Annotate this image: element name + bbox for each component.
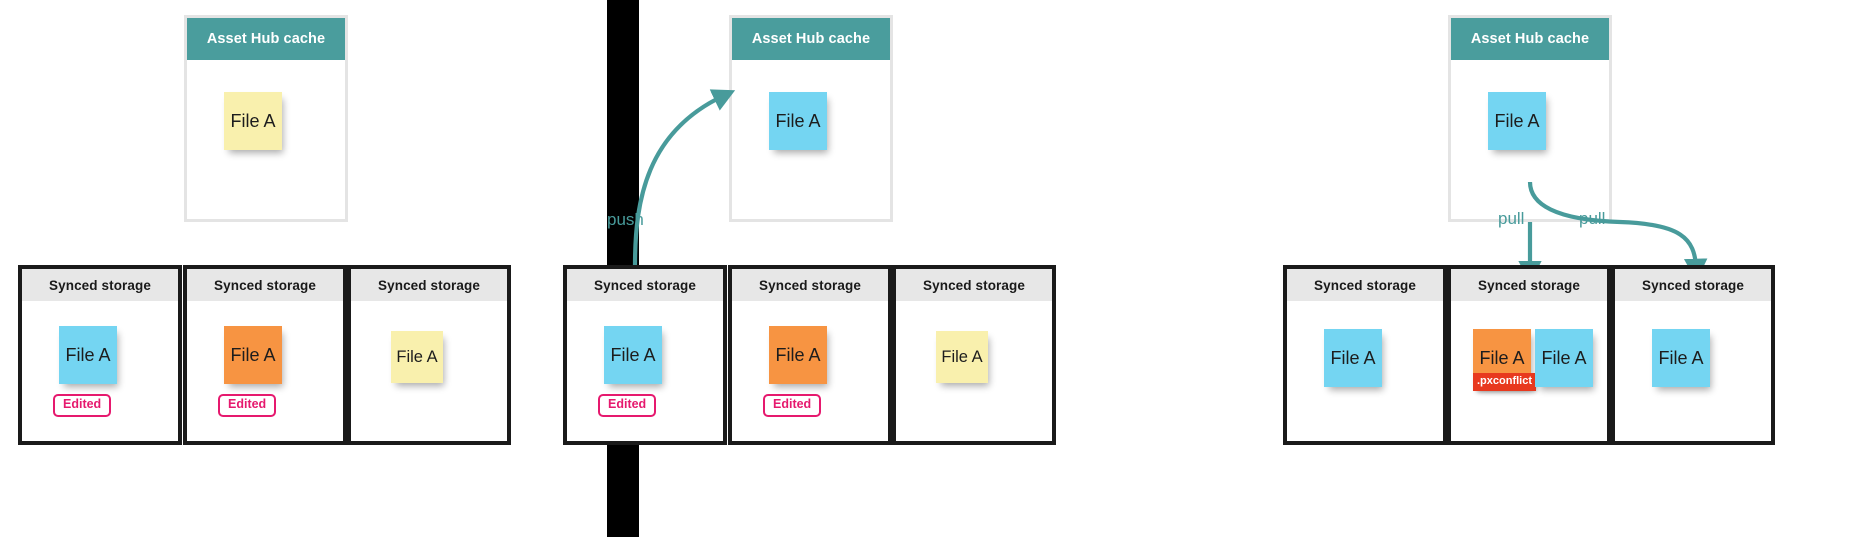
synced-storage-title: Synced storage (1451, 269, 1607, 301)
synced-storage-box-2: Synced storage File A Edited (728, 265, 892, 445)
asset-hub-cache-title: Asset Hub cache (732, 18, 890, 60)
synced-storage-box-2: Synced storage File A .pxconflict File A (1447, 265, 1611, 445)
panel-1-local-edits: Asset Hub cache File A Synced storage Fi… (0, 0, 607, 537)
synced-storage-body: File A (896, 301, 1052, 441)
file-note-label: File A (610, 345, 656, 365)
file-note-label: File A (941, 347, 983, 366)
file-note-label: File A (1330, 348, 1376, 368)
synced-storage-body: File A Edited (187, 301, 343, 441)
synced-storage-body: File A Edited (732, 301, 888, 441)
file-note-label: File A (775, 345, 821, 365)
synced-storage-title: Synced storage (732, 269, 888, 301)
edited-badge: Edited (598, 394, 657, 417)
file-note-blue[interactable]: File A (1324, 329, 1382, 387)
synced-storage-title: Synced storage (351, 269, 507, 301)
file-note-label: File A (230, 111, 276, 131)
asset-hub-cache-box: Asset Hub cache File A (729, 15, 893, 222)
synced-storage-body: File A Edited (22, 301, 178, 441)
asset-hub-cache-body: File A (732, 60, 890, 219)
asset-hub-cache-body: File A (1451, 60, 1609, 219)
file-note-yellow[interactable]: File A (391, 331, 443, 383)
panel-3-pull-conflict: Asset Hub cache File A (1280, 0, 1859, 537)
synced-storage-title: Synced storage (896, 269, 1052, 301)
pxconflict-badge-label: .pxconflict (1477, 375, 1533, 387)
edited-badge: Edited (218, 394, 277, 417)
file-note-blue[interactable]: File A (59, 326, 117, 384)
file-note-label: File A (1658, 348, 1704, 368)
pull-arrow-label-1: pull (1498, 209, 1525, 228)
pxconflict-badge: .pxconflict (1473, 373, 1537, 391)
file-note-label: File A (775, 111, 821, 131)
synced-storage-box-3: Synced storage File A (1611, 265, 1775, 445)
file-note-blue[interactable]: File A (604, 326, 662, 384)
asset-hub-cache-box: Asset Hub cache File A (1448, 15, 1612, 222)
synced-storage-box-3: Synced storage File A (347, 265, 511, 445)
pull-arrow-label-2: pull (1579, 209, 1606, 228)
asset-hub-cache-title: Asset Hub cache (187, 18, 345, 60)
synced-storage-title: Synced storage (187, 269, 343, 301)
file-note-blue[interactable]: File A (1652, 329, 1710, 387)
asset-hub-cache-title: Asset Hub cache (1451, 18, 1609, 60)
synced-storage-box-3: Synced storage File A (892, 265, 1056, 445)
edited-badge: Edited (53, 394, 112, 417)
file-note-blue[interactable]: File A (1535, 329, 1593, 387)
edited-badge-label: Edited (773, 397, 812, 411)
asset-hub-cache-box: Asset Hub cache File A (184, 15, 348, 222)
edited-badge-label: Edited (608, 397, 647, 411)
synced-storage-body: File A .pxconflict File A (1451, 301, 1607, 441)
synced-storage-box-1: Synced storage File A (1283, 265, 1447, 445)
file-note-blue[interactable]: File A (769, 92, 827, 150)
push-arrow-label: push (607, 210, 644, 229)
synced-storage-body: File A Edited (567, 301, 723, 441)
synced-storage-body: File A (1615, 301, 1771, 441)
file-note-label: File A (1541, 348, 1587, 368)
file-note-label: File A (230, 345, 276, 365)
file-note-orange[interactable]: File A (224, 326, 282, 384)
synced-storage-title: Synced storage (567, 269, 723, 301)
panel-2-push: Asset Hub cache File A push Synced stora… (563, 0, 1280, 537)
synced-storage-box-1: Synced storage File A Edited (563, 265, 727, 445)
synced-storage-title: Synced storage (1615, 269, 1771, 301)
edited-badge-label: Edited (228, 397, 267, 411)
file-note-label: File A (396, 347, 438, 366)
file-note-yellow[interactable]: File A (224, 92, 282, 150)
file-note-label: File A (1479, 348, 1525, 368)
file-note-label: File A (1494, 111, 1540, 131)
synced-storage-body: File A (1287, 301, 1443, 441)
edited-badge-label: Edited (63, 397, 102, 411)
asset-hub-cache-body: File A (187, 60, 345, 219)
file-note-label: File A (65, 345, 111, 365)
synced-storage-title: Synced storage (22, 269, 178, 301)
file-note-yellow[interactable]: File A (936, 331, 988, 383)
synced-storage-title: Synced storage (1287, 269, 1443, 301)
file-note-orange[interactable]: File A (769, 326, 827, 384)
synced-storage-body: File A (351, 301, 507, 441)
edited-badge: Edited (763, 394, 822, 417)
synced-storage-box-1: Synced storage File A Edited (18, 265, 182, 445)
file-note-blue[interactable]: File A (1488, 92, 1546, 150)
synced-storage-box-2: Synced storage File A Edited (183, 265, 347, 445)
